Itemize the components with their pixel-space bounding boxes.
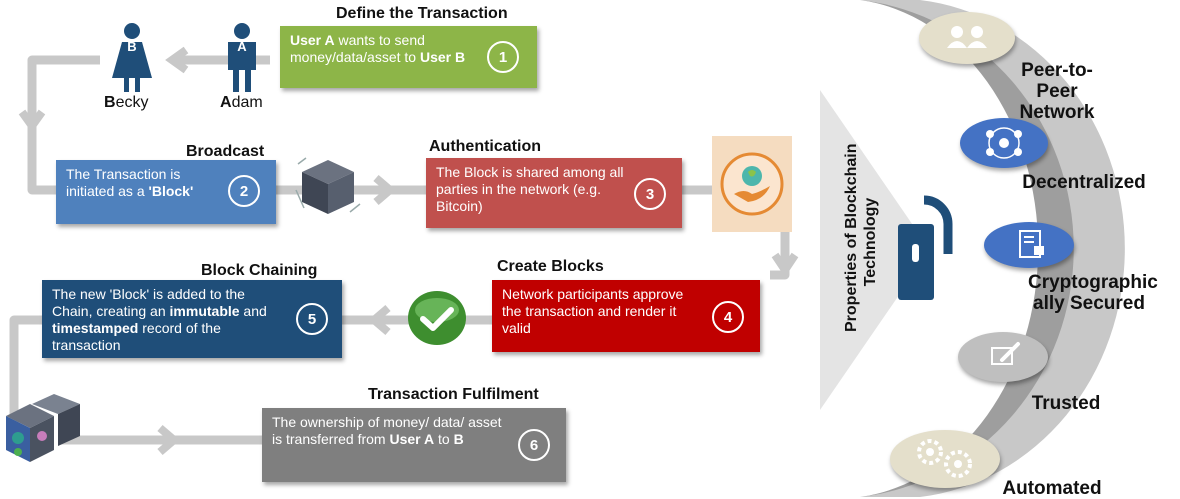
globe-hand-icon [720, 152, 784, 216]
step-text-segment: record of the transaction [52, 320, 221, 353]
automated-label: Automated [1002, 478, 1102, 499]
users-icon [947, 26, 987, 48]
step-1-text: User A wants to send money/data/asset to… [290, 32, 529, 66]
pen-paper-icon [991, 342, 1020, 365]
step-4-number: 4 [712, 301, 744, 333]
adam-label: Adam [220, 94, 263, 111]
network-icon [986, 127, 1022, 159]
padlock-icon [898, 195, 953, 300]
person-adam: A [220, 22, 264, 92]
step-text-segment: User B [419, 49, 466, 65]
trusted-circle [958, 332, 1048, 382]
step-2-box: The Transaction is initiated as a 'Block… [56, 160, 276, 224]
peer-to-peer-label: Peer-to-Peer Network [1019, 60, 1095, 123]
step-1-number: 1 [487, 41, 519, 73]
step-5-title: Block Chaining [201, 262, 318, 279]
step-text-segment: B [453, 431, 464, 447]
adam-badge: A [237, 39, 247, 54]
step-1-title: Define the Transaction [336, 5, 508, 22]
step-text-segment: immutable [169, 303, 240, 319]
step-1-box: User A wants to send money/data/asset to… [280, 26, 537, 88]
step-6-number: 6 [518, 429, 550, 461]
step-text-segment: The Block is shared among all parties in… [436, 164, 624, 214]
step-text-segment: timestamped [52, 320, 139, 336]
peer-to-peer-circle [919, 12, 1015, 64]
step-4-text: Network participants approve the transac… [502, 286, 752, 337]
step-4-title: Create Blocks [497, 258, 604, 275]
step-6-title: Transaction Fulfilment [368, 386, 539, 403]
step-3-title: Authentication [429, 138, 541, 155]
step-3-number: 3 [634, 178, 666, 210]
cryptographic-circle [984, 222, 1074, 268]
person-becky: B [108, 22, 156, 92]
document-lock-icon [1019, 230, 1044, 258]
step-text-segment: User A [290, 32, 335, 48]
step-5-text: The new 'Block' is added to the Chain, c… [52, 286, 334, 354]
decentralized-label: Decentralized [1022, 172, 1146, 193]
becky-label: Becky [104, 94, 149, 111]
chain-blocks-icon [6, 394, 80, 462]
step-text-segment: The ownership of money/ data/ asset is t… [272, 414, 502, 447]
checkmark-icon [408, 291, 466, 345]
step-5-number: 5 [296, 303, 328, 335]
step-6-box: The ownership of money/ data/ asset is t… [262, 408, 566, 482]
step-2-title: Broadcast [186, 143, 265, 160]
step-text-segment: wants to send money/data/asset to [290, 32, 425, 65]
step-text-segment: Network participants approve the transac… [502, 286, 684, 336]
step-3-text: The Block is shared among all parties in… [436, 164, 674, 215]
becky-badge: B [127, 39, 137, 54]
step-5-box: The new 'Block' is added to the Chain, c… [42, 280, 342, 358]
step-2-text: The Transaction is initiated as a 'Block… [66, 166, 268, 200]
person-icon [228, 23, 256, 92]
step-text-segment: to [434, 431, 454, 447]
trusted-label: Trusted [1031, 393, 1101, 414]
person-icon [112, 23, 152, 92]
step-3-box: The Block is shared among all parties in… [426, 158, 682, 228]
step-text-segment: 'Block' [148, 183, 194, 199]
step-text-segment: User A [389, 431, 435, 447]
step-text-segment: The new 'Block' is added to the Chain, c… [52, 286, 245, 319]
block-cube-icon [295, 157, 361, 214]
cryptographic-label: Cryptographic ally Secured [1028, 272, 1158, 314]
decentralized-circle [960, 118, 1048, 168]
automated-circle [890, 430, 1000, 488]
step-2-number: 2 [228, 175, 260, 207]
step-4-box: Network participants approve the transac… [492, 280, 760, 352]
step-text-segment: The Transaction is initiated as a [66, 166, 181, 199]
gears-icon [917, 439, 972, 478]
globe-hand-card [712, 136, 792, 232]
step-6-text: The ownership of money/ data/ asset is t… [272, 414, 558, 448]
step-text-segment: and [239, 303, 267, 319]
